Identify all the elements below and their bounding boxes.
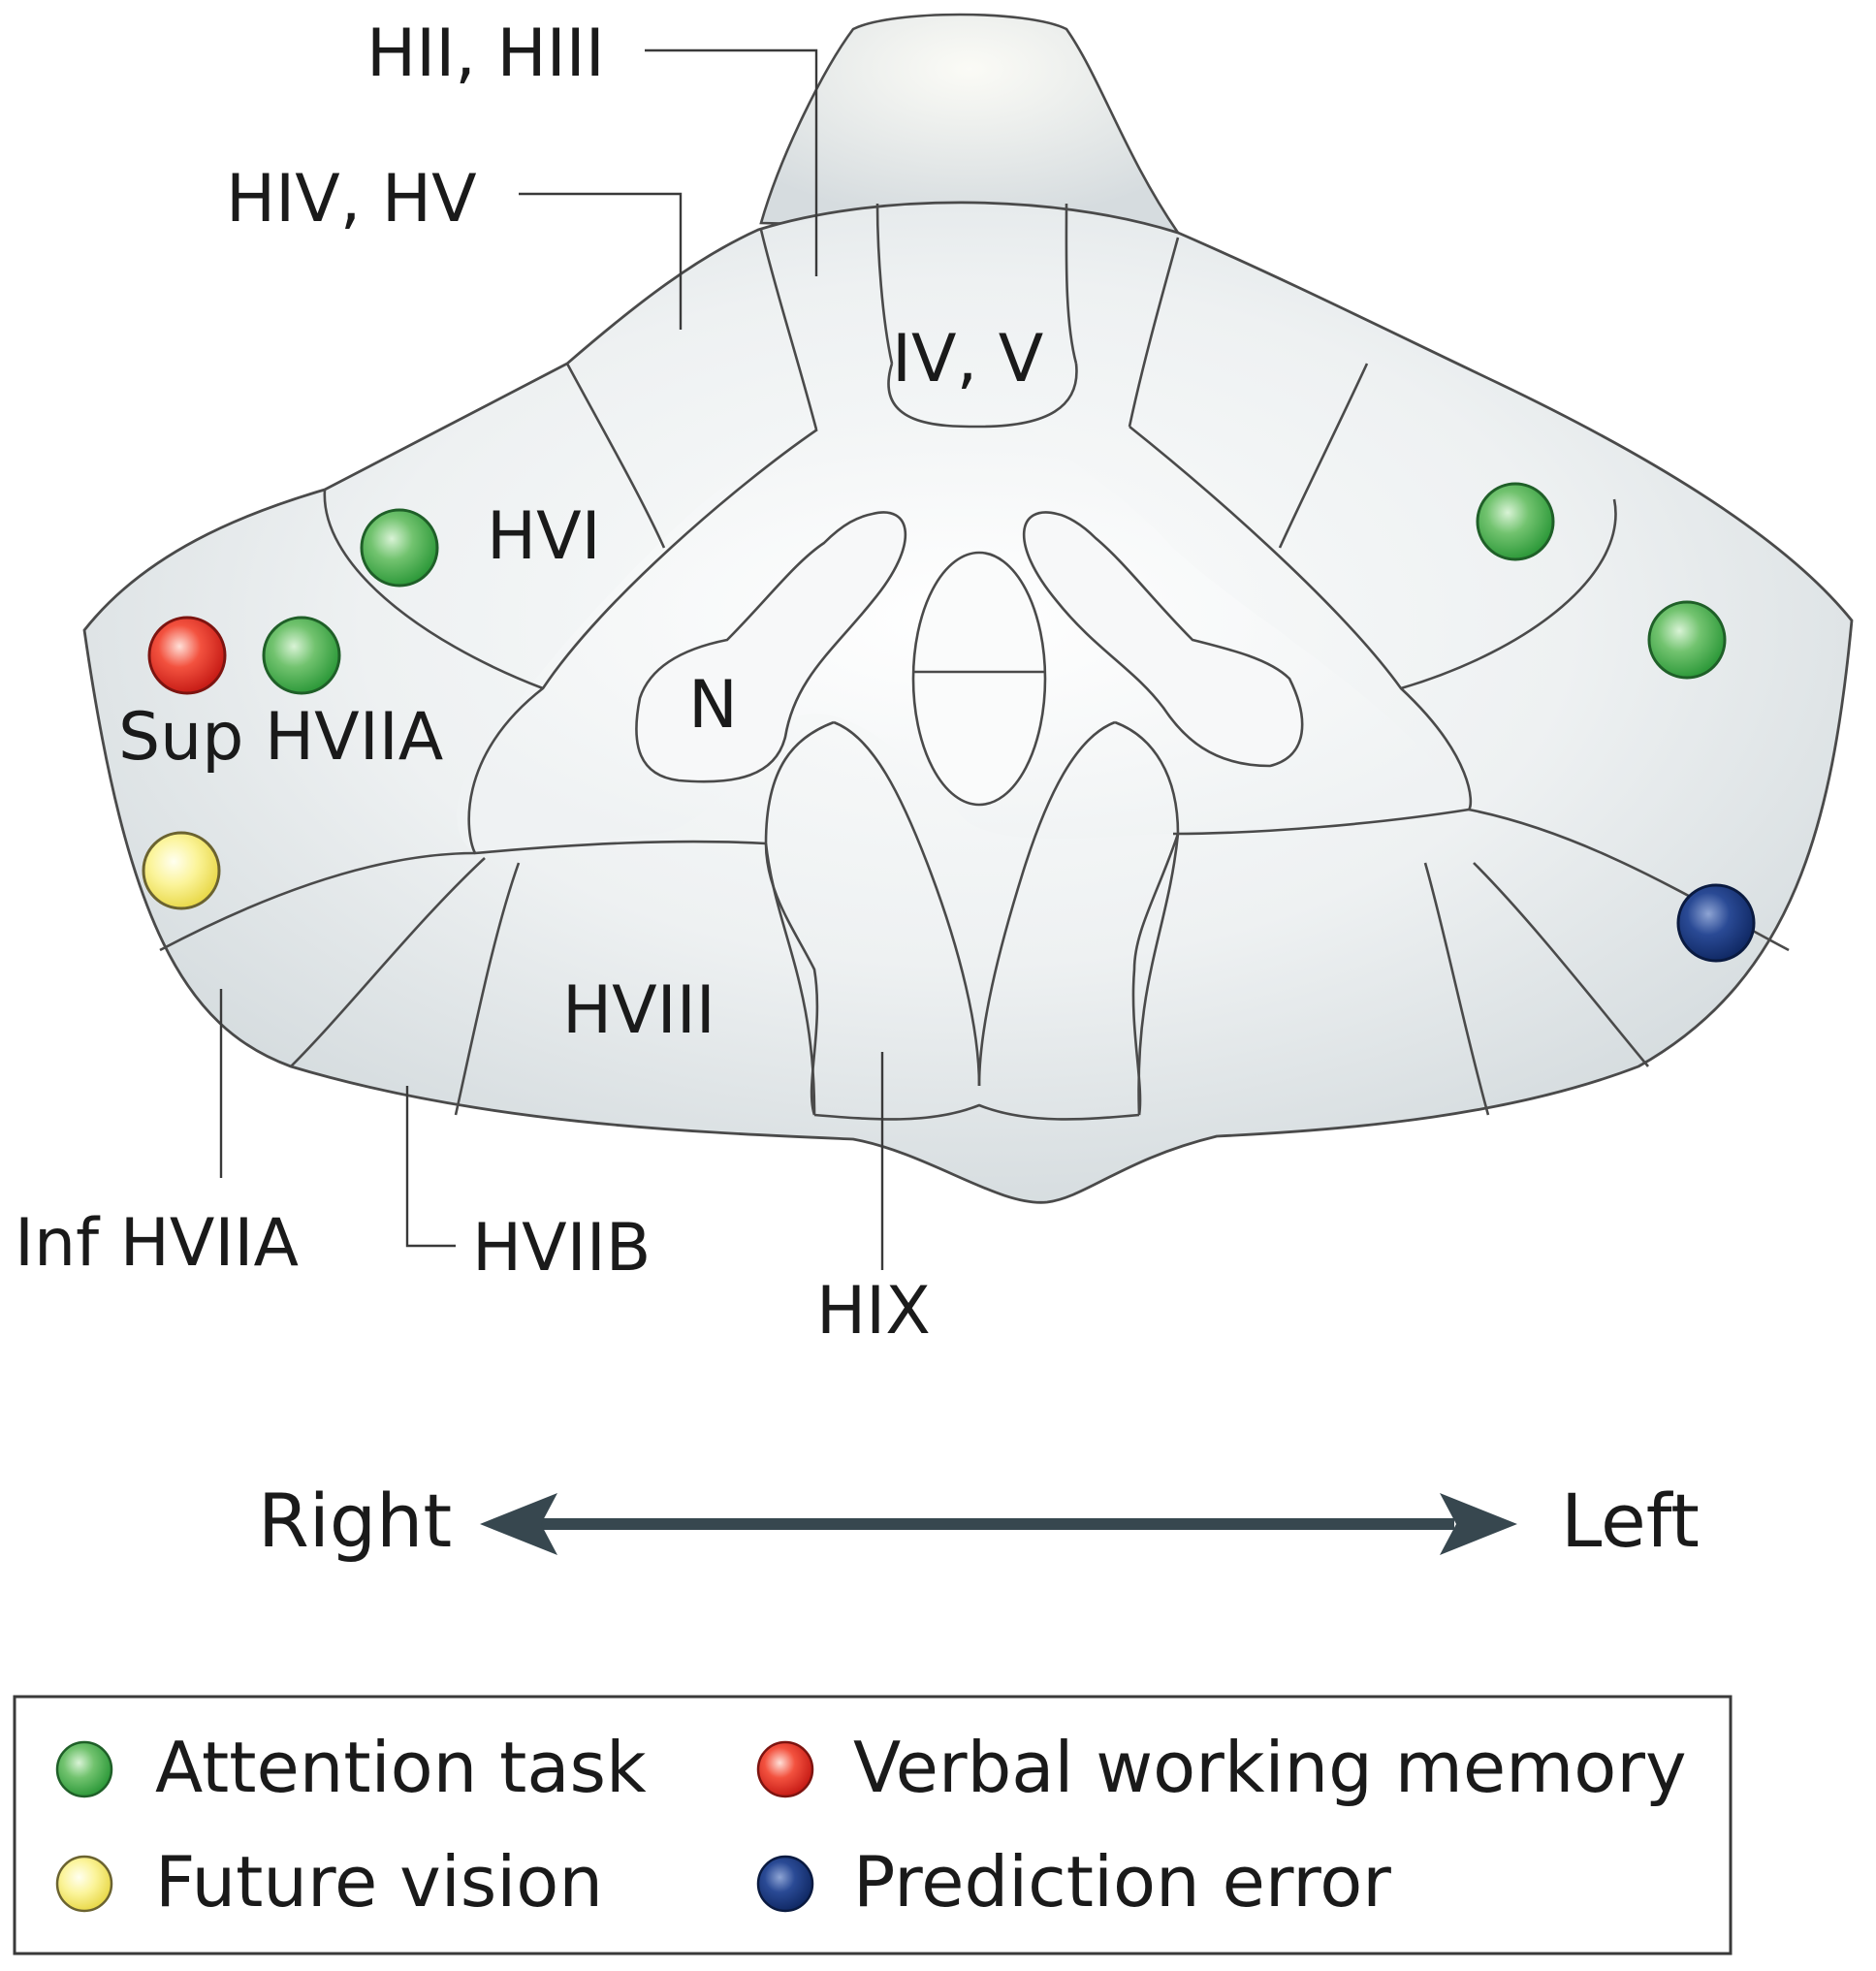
legend-label-future-vision: Future vision <box>155 1841 603 1923</box>
label-inf-hviia: Inf HVIIA <box>15 1205 299 1282</box>
label-hvi: HVI <box>487 498 601 575</box>
lobule-boundaries <box>159 203 1790 1121</box>
leader-hiv-hv <box>519 192 683 330</box>
leader-hii-hiii <box>645 48 818 276</box>
label-hix: HIX <box>816 1273 931 1350</box>
legend-item-verbal-working-memory: Verbal working memory <box>756 1727 1687 1808</box>
dot-future-vision-sup-hviia-right <box>142 831 221 910</box>
label-hviii: HVIII <box>562 972 715 1049</box>
vermis-top-protrusion <box>759 13 1181 235</box>
orientation-indicator: Right Left <box>258 1478 1700 1564</box>
label-hiv-hv: HIV, HV <box>226 161 477 238</box>
nucleus-right <box>635 511 907 783</box>
dot-attention-sup-hviia-left <box>1647 600 1727 680</box>
dot-attention-hvi-left <box>1476 482 1555 561</box>
legend-item-prediction-error: Prediction error <box>756 1841 1391 1923</box>
leader-hviib <box>405 1086 456 1248</box>
dot-attention-sup-hviia-right <box>262 616 341 695</box>
region-labels: HII, HIII HIV, HV IV, V HVI N Sup HVIIA … <box>15 16 1043 1350</box>
label-hii-hiii: HII, HIII <box>366 16 605 92</box>
nucleus-left <box>1022 511 1304 768</box>
legend-label-attention-task: Attention task <box>155 1727 647 1808</box>
legend-label-prediction-error: Prediction error <box>853 1841 1391 1923</box>
legend-label-verbal-working-memory: Verbal working memory <box>853 1727 1687 1808</box>
legend-item-future-vision: Future vision <box>55 1841 603 1923</box>
legend-swatch-verbal-working-memory <box>756 1740 814 1798</box>
legend-box <box>13 1695 1733 1955</box>
arrowhead-right-icon <box>480 1493 557 1555</box>
leader-lines <box>219 48 884 1270</box>
label-n: N <box>688 667 738 744</box>
legend-item-attention-task: Attention task <box>55 1727 647 1808</box>
label-hviib: HVIIB <box>472 1210 651 1287</box>
label-sup-hviia: Sup HVIIA <box>118 699 443 776</box>
fourth-ventricle <box>911 551 1047 807</box>
arrowhead-left-icon <box>1440 1493 1517 1555</box>
legend-swatch-prediction-error <box>756 1855 814 1913</box>
legend-swatch-future-vision <box>55 1855 113 1913</box>
label-iv-v: IV, V <box>892 321 1043 397</box>
legend: Attention task Verbal working memory Fut… <box>13 1695 1733 1955</box>
dot-prediction-error-inf-hviia-left <box>1676 883 1756 963</box>
legend-swatch-attention-task <box>55 1740 113 1798</box>
label-right: Right <box>258 1478 452 1564</box>
dot-attention-hvi-right <box>360 508 439 588</box>
dot-verbal-wm-sup-hviia-right <box>147 616 227 695</box>
label-left: Left <box>1561 1478 1700 1564</box>
activation-dots <box>142 482 1756 963</box>
